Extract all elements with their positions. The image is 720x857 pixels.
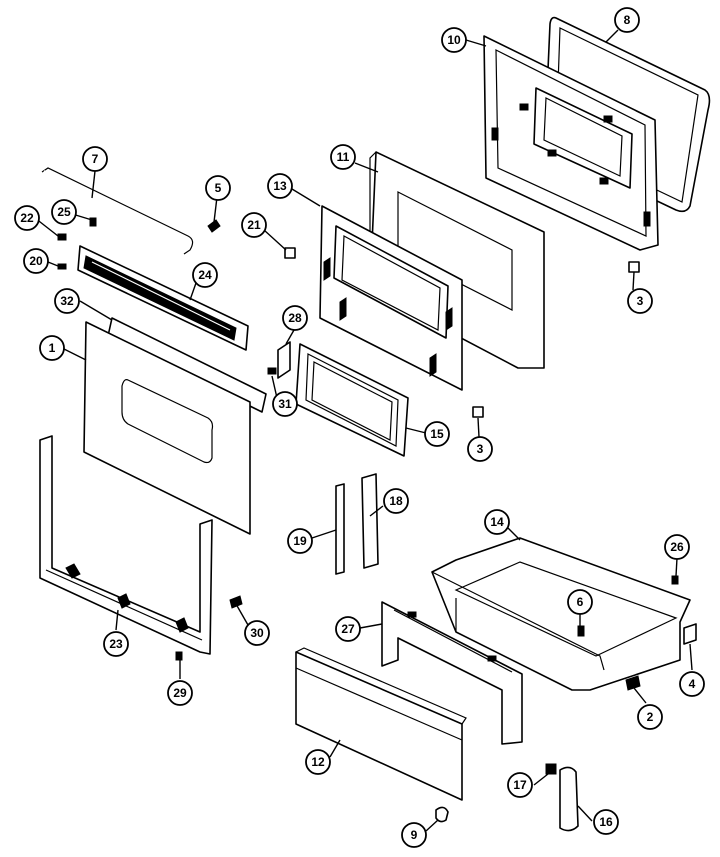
svg-text:18: 18 xyxy=(389,494,403,508)
part-3-clip-upper xyxy=(628,261,640,273)
callout-8: 8 xyxy=(614,7,640,33)
part-23-front-frame xyxy=(39,435,213,655)
part-2-glide xyxy=(625,675,641,691)
part-12-drawer-front xyxy=(295,647,467,801)
svg-text:6: 6 xyxy=(577,595,584,609)
part-16-end-cap xyxy=(559,766,579,832)
callout-32: 32 xyxy=(54,288,80,314)
callout-1: 1 xyxy=(39,335,65,361)
callout-16: 16 xyxy=(593,809,619,835)
callout-30: 30 xyxy=(244,620,270,646)
part-28-bracket xyxy=(277,341,291,379)
callout-21: 21 xyxy=(241,212,267,238)
svg-text:9: 9 xyxy=(411,828,418,842)
callout-29: 29 xyxy=(167,680,193,706)
svg-text:23: 23 xyxy=(109,637,123,651)
callout-25: 25 xyxy=(51,199,77,225)
svg-text:12: 12 xyxy=(311,755,325,769)
part-7-door-handle xyxy=(41,167,194,255)
part-26-screw xyxy=(671,575,679,585)
callout-12: 12 xyxy=(305,749,331,775)
svg-text:7: 7 xyxy=(92,152,99,166)
part-1-outer-door xyxy=(83,317,267,535)
svg-text:13: 13 xyxy=(273,179,287,193)
part-4-clip xyxy=(683,623,697,645)
svg-text:25: 25 xyxy=(57,205,71,219)
callout-22: 22 xyxy=(14,205,40,231)
svg-text:28: 28 xyxy=(288,311,302,325)
hardware-screws xyxy=(57,217,296,375)
svg-text:3: 3 xyxy=(477,442,484,456)
callout-23: 23 xyxy=(103,631,129,657)
svg-text:15: 15 xyxy=(430,427,444,441)
callout-24: 24 xyxy=(192,262,218,288)
svg-text:16: 16 xyxy=(599,815,613,829)
svg-text:27: 27 xyxy=(341,622,355,636)
callout-5: 5 xyxy=(205,175,231,201)
svg-text:24: 24 xyxy=(198,268,212,282)
svg-text:19: 19 xyxy=(293,534,307,548)
callout-6: 6 xyxy=(567,589,593,615)
svg-text:11: 11 xyxy=(337,150,350,164)
svg-text:29: 29 xyxy=(173,686,187,700)
callout-17: 17 xyxy=(507,772,533,798)
part-27-drawer-bracket xyxy=(381,601,523,745)
callout-27: 27 xyxy=(335,616,361,642)
callout-20: 20 xyxy=(23,248,49,274)
callout-15: 15 xyxy=(424,421,450,447)
part-6-screw xyxy=(577,625,585,637)
callout-19: 19 xyxy=(287,528,313,554)
callout-26: 26 xyxy=(664,534,690,560)
svg-text:5: 5 xyxy=(215,181,222,195)
svg-text:4: 4 xyxy=(689,677,696,691)
svg-text:2: 2 xyxy=(647,710,654,724)
leader-lines xyxy=(34,29,693,832)
callout-18: 18 xyxy=(383,488,409,514)
svg-text:31: 31 xyxy=(278,397,292,411)
svg-text:10: 10 xyxy=(447,33,461,47)
part-10-door-liner xyxy=(483,35,659,251)
part-24-vent-trim xyxy=(77,245,249,351)
callout-7: 7 xyxy=(82,146,108,172)
svg-text:30: 30 xyxy=(250,626,264,640)
callout-11: 11 xyxy=(330,144,356,170)
callout-3-upper: 3 xyxy=(627,288,653,314)
callout-2: 2 xyxy=(637,704,663,730)
callout-4: 4 xyxy=(679,671,705,697)
svg-text:1: 1 xyxy=(49,341,56,355)
svg-text:20: 20 xyxy=(29,254,43,268)
svg-text:14: 14 xyxy=(490,515,504,529)
part-29-screw xyxy=(175,651,183,661)
callout-10: 10 xyxy=(441,27,467,53)
part-18-19-side-strips xyxy=(335,473,379,575)
svg-text:17: 17 xyxy=(513,778,527,792)
callout-13: 13 xyxy=(267,173,293,199)
svg-text:8: 8 xyxy=(624,13,631,27)
part-14-storage-drawer xyxy=(431,537,691,691)
callout-3-lower: 3 xyxy=(467,436,493,462)
svg-text:22: 22 xyxy=(20,211,34,225)
part-17-cap xyxy=(545,763,557,775)
part-9-knob xyxy=(435,806,449,823)
part-3-clip-lower xyxy=(472,406,484,418)
svg-text:26: 26 xyxy=(670,540,684,554)
callout-9: 9 xyxy=(401,822,427,848)
part-30-screw xyxy=(229,595,243,609)
part-13-glass-frame xyxy=(319,205,463,391)
svg-text:3: 3 xyxy=(637,294,644,308)
svg-text:21: 21 xyxy=(247,218,261,232)
part-15-window-pack xyxy=(295,343,409,457)
callout-14: 14 xyxy=(484,509,510,535)
callout-28: 28 xyxy=(282,305,308,331)
svg-text:32: 32 xyxy=(60,294,74,308)
callout-31: 31 xyxy=(272,391,298,417)
